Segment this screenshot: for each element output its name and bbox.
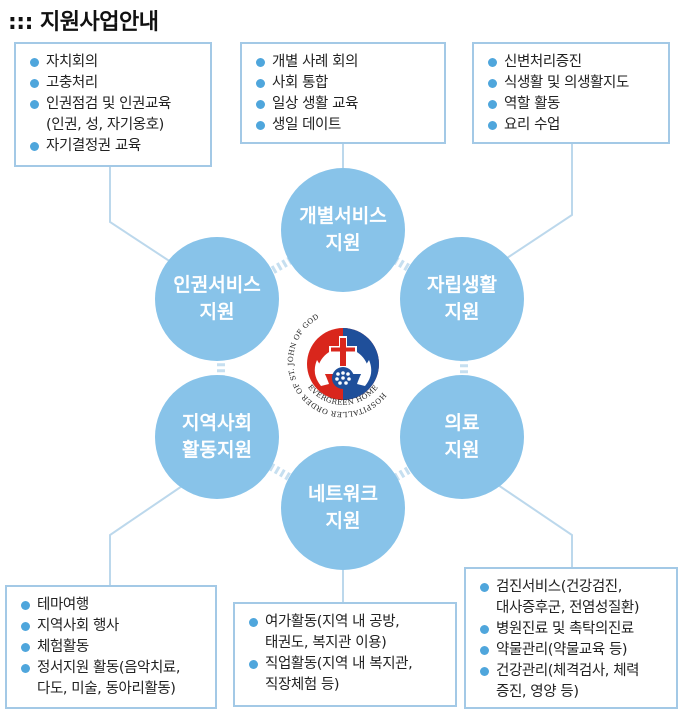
box-independent-living: 신변처리증진 식생활 및 의생활지도 역할 활동 요리 수업 [472,42,670,144]
list-item: 직업활동(지역 내 복지관, [249,654,445,675]
box-network: 여가활동(지역 내 공방, 태권도, 복지관 이용) 직업활동(지역 내 복지관… [233,602,457,707]
list-item: 식생활 및 의생활지도 [488,73,658,94]
box-medical: 검진서비스(건강검진, 대사증후군, 전염성질환) 병원진료 및 촉탁의진료 약… [464,567,678,709]
box-community-activity: 테마여행 지역사회 행사 체험활동 정서지원 활동(음악치료, 다도, 미술, … [5,585,217,709]
circle-medical: 의료 지원 [400,375,524,499]
circle-human-rights: 인권서비스 지원 [155,237,279,361]
list-item: 건강관리(체격검사, 체력 [480,661,666,682]
list-item-continuation: 대사증후군, 전염성질환) [496,600,640,616]
list-item-continuation: 다도, 미술, 동아리활동) [37,681,176,697]
list-item-continuation: 태권도, 복지관 이용) [265,635,387,651]
list-item-continuation: 증진, 영양 등) [496,684,579,700]
list-item: 체험활동 [21,637,205,658]
box-individual-service: 개별 사례 회의 사회 통합 일상 생활 교육 생일 데이트 [240,42,446,144]
list-item: 역할 활동 [488,94,658,115]
list-item: 자기결정권 교육 [30,136,200,157]
circle-label: 네트워크 지원 [308,483,378,532]
list-item: 고충처리 [30,73,200,94]
list-item: 신변처리증진 [488,52,658,73]
evergreen-home-logo: HOSPITALLER ORDER OF ST. JOHN OF GOD EVE… [285,304,401,420]
list-item: 병원진료 및 촉탁의진료 [480,619,666,640]
circle-label: 의료 지원 [444,412,480,461]
list-item: 테마여행 [21,595,205,616]
list-item: 지역사회 행사 [21,616,205,637]
list-item: 요리 수업 [488,115,658,136]
list-item: 일상 생활 교육 [256,94,434,115]
list-item: 인권점검 및 인권교육 [30,94,200,115]
circle-label: 개별서비스 지원 [299,205,387,254]
circle-community-activity: 지역사회 활동지원 [155,375,279,499]
page-title: ::: 지원사업안내 [8,10,159,35]
list-item-continuation: (인권, 성, 자기옹호) [46,117,164,133]
box-human-rights: 자치회의 고충처리 인권점검 및 인권교육 (인권, 성, 자기옹호) 자기결정… [14,42,212,167]
list-item: 자치회의 [30,52,200,73]
circle-independent-living: 자립생활 지원 [400,237,524,361]
list-item: 여가활동(지역 내 공방, [249,612,445,633]
circle-label: 자립생활 지원 [427,274,497,323]
circle-network: 네트워크 지원 [281,446,405,570]
list-item: 검진서비스(건강검진, [480,577,666,598]
list-item-continuation: 직장체험 등) [265,677,340,693]
list-item: 정서지원 활동(음악치료, [21,658,205,679]
circle-label: 인권서비스 지원 [173,274,261,323]
circle-label: 지역사회 활동지원 [182,412,252,461]
list-item: 약물관리(약물교육 등) [480,640,666,661]
list-item: 생일 데이트 [256,115,434,136]
circle-individual-service: 개별서비스 지원 [281,168,405,292]
list-item: 사회 통합 [256,73,434,94]
list-item: 개별 사례 회의 [256,52,434,73]
